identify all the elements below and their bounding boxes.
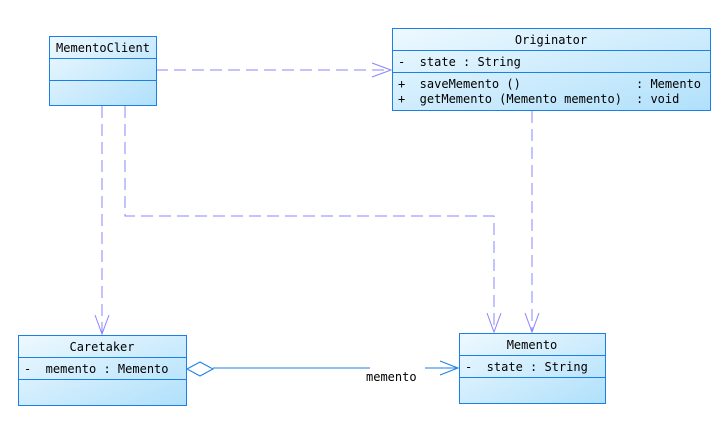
attribute: - state : String [398, 55, 521, 69]
operation-return: : Memento [636, 77, 701, 91]
class-name: Caretaker [69, 340, 134, 354]
association-label: memento [366, 370, 417, 384]
attribute: - memento : Memento [24, 362, 169, 376]
arrowhead [94, 314, 110, 336]
arrowhead [524, 312, 540, 334]
aggregation-diamond [185, 361, 215, 377]
arrowhead [486, 312, 502, 334]
class-name: Originator [515, 33, 587, 47]
class-caretaker[interactable]: Caretaker - memento : Memento [18, 335, 187, 406]
arrowhead [371, 62, 393, 78]
arrowhead [439, 360, 460, 376]
operation: + getMemento (Memento memento) [398, 92, 622, 106]
operation: + saveMemento () [398, 77, 521, 91]
attribute: - state : String [465, 360, 588, 374]
operation-return: : void [636, 92, 679, 106]
class-name: Memento [507, 338, 558, 352]
class-memento[interactable]: Memento - state : String [459, 333, 606, 404]
class-mementoclient[interactable]: MementoClient [49, 36, 157, 106]
class-originator[interactable]: Originator - state : String + saveMement… [392, 28, 711, 111]
class-name: MementoClient [56, 41, 150, 55]
dependency-client-memento [124, 106, 495, 332]
